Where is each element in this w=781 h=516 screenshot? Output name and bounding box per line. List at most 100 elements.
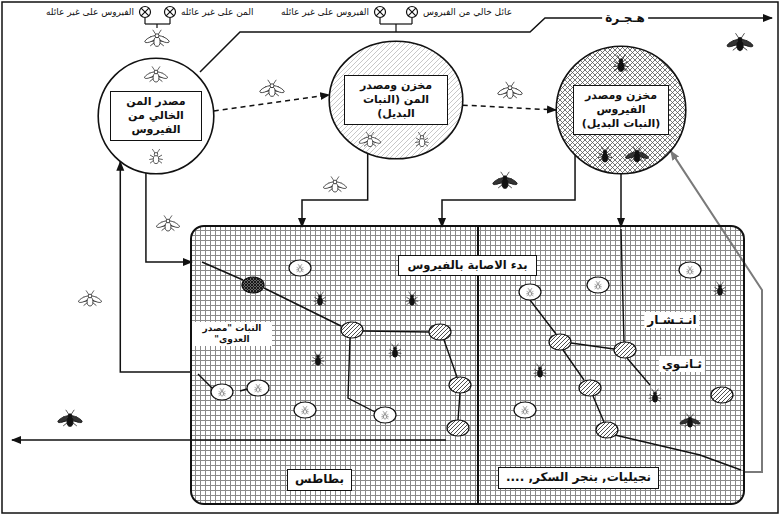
label-holder: هـجـرة bbox=[602, 10, 648, 26]
plant-icon bbox=[449, 377, 471, 393]
aphid-icon bbox=[649, 389, 662, 403]
bracket-line bbox=[145, 23, 170, 24]
plant-leaf bbox=[247, 380, 269, 396]
connector-arrow bbox=[442, 155, 575, 227]
aphid-body bbox=[502, 179, 508, 188]
aphid-head bbox=[304, 408, 306, 410]
bracket-line bbox=[380, 23, 412, 24]
plant-leaf bbox=[549, 334, 571, 350]
aphid-head bbox=[368, 136, 371, 139]
aphid-leg bbox=[657, 394, 661, 396]
aphid-leg bbox=[297, 267, 299, 268]
aphid-icon bbox=[301, 406, 309, 414]
aphid-body bbox=[317, 298, 322, 306]
aphid-leg bbox=[312, 357, 316, 359]
aphid-body bbox=[392, 350, 397, 358]
aphid-head bbox=[257, 386, 259, 388]
aphid-leg bbox=[542, 369, 546, 371]
aphid-body bbox=[596, 285, 599, 290]
aphid-body bbox=[688, 270, 691, 275]
aphid-icon bbox=[323, 176, 348, 192]
diagram-note: الفيروس على غير عائله bbox=[43, 6, 137, 19]
bracket-line bbox=[411, 18, 412, 24]
aphid-head bbox=[154, 70, 158, 74]
plant-icon bbox=[341, 322, 363, 338]
aphid-head bbox=[420, 136, 423, 139]
aphid-leg bbox=[386, 414, 388, 415]
aphid-body bbox=[153, 73, 159, 82]
plant-leaf bbox=[294, 402, 316, 418]
migration-arrow bbox=[200, 18, 772, 72]
aphid-icon bbox=[218, 388, 226, 396]
aphid-icon bbox=[521, 406, 529, 414]
label-holder: انـتـشـار bbox=[644, 312, 699, 328]
aphid-icon bbox=[149, 149, 163, 164]
aphid-icon bbox=[714, 282, 727, 296]
aphid-body bbox=[367, 138, 372, 146]
plant-leaf bbox=[289, 260, 311, 276]
blocked-cross bbox=[408, 8, 416, 16]
aphid-head bbox=[410, 295, 413, 298]
connector-arrow bbox=[302, 153, 368, 227]
aphid-icon bbox=[497, 82, 523, 99]
blocked-symbol bbox=[375, 7, 386, 18]
aphid-leg bbox=[322, 297, 326, 299]
aphid-icon bbox=[415, 132, 429, 147]
aphid-leg bbox=[314, 297, 318, 299]
spread-line bbox=[530, 300, 556, 334]
aphid-head bbox=[270, 84, 274, 88]
aphid-icon bbox=[526, 288, 534, 296]
bracket-line bbox=[169, 18, 170, 24]
aphid-leg bbox=[301, 267, 303, 268]
blocked-ring bbox=[140, 7, 151, 18]
label-holder: الفيروس على غير عائله bbox=[43, 6, 137, 19]
plant-icon bbox=[711, 387, 733, 403]
aphid-head bbox=[688, 417, 691, 420]
plant-icon bbox=[614, 342, 636, 358]
aphid-head bbox=[529, 290, 531, 292]
aphid-leg bbox=[649, 394, 653, 396]
aphid-body bbox=[409, 298, 414, 306]
bracket-line bbox=[395, 24, 396, 32]
aphid-icon bbox=[314, 292, 327, 306]
aphid-head bbox=[384, 413, 386, 415]
aphid-head bbox=[316, 355, 319, 358]
aphid-body bbox=[687, 420, 692, 428]
plant-icon bbox=[447, 420, 469, 436]
aphid-head bbox=[635, 150, 639, 154]
aphid-leg bbox=[687, 269, 689, 270]
spread-line bbox=[627, 358, 650, 385]
diagram-note: انـتـشـار bbox=[644, 312, 699, 328]
spread-line bbox=[363, 331, 429, 332]
aphid-body bbox=[87, 297, 93, 306]
aphid-leg bbox=[406, 297, 410, 299]
aphid-head bbox=[166, 219, 170, 223]
banner-label: بدء الاصابة بالفيروس bbox=[398, 255, 536, 276]
plant-leaf bbox=[514, 402, 536, 418]
aphid-head bbox=[88, 294, 92, 298]
aphid-leg bbox=[389, 349, 393, 351]
aphid-leg bbox=[259, 387, 261, 388]
plant-icon bbox=[579, 380, 601, 396]
connector-arrow bbox=[620, 174, 622, 227]
spread-line bbox=[458, 393, 460, 420]
plant-leaf bbox=[447, 420, 469, 436]
plant-leaf bbox=[211, 384, 233, 400]
aphid-leg bbox=[306, 409, 308, 410]
circle-ground bbox=[98, 58, 214, 174]
aphid-head bbox=[524, 408, 526, 410]
diagram-note: هـجـرة bbox=[602, 10, 648, 26]
aphid-leg bbox=[526, 409, 528, 410]
connector-arrow bbox=[214, 95, 329, 111]
plant-icon bbox=[429, 324, 451, 340]
aphid-body bbox=[67, 417, 73, 426]
diagram-note: عائل خالي من الفيروس bbox=[420, 6, 515, 19]
field-label: نجيليات, بنجر السكر, .... bbox=[498, 467, 659, 489]
spread-line bbox=[198, 374, 212, 388]
aphid-icon bbox=[613, 55, 628, 72]
aphid-icon bbox=[254, 384, 262, 392]
aphid-leg bbox=[527, 291, 529, 292]
aphid-icon bbox=[406, 292, 419, 306]
aphid-body bbox=[634, 153, 640, 162]
field-label: بطاطس bbox=[287, 469, 352, 491]
